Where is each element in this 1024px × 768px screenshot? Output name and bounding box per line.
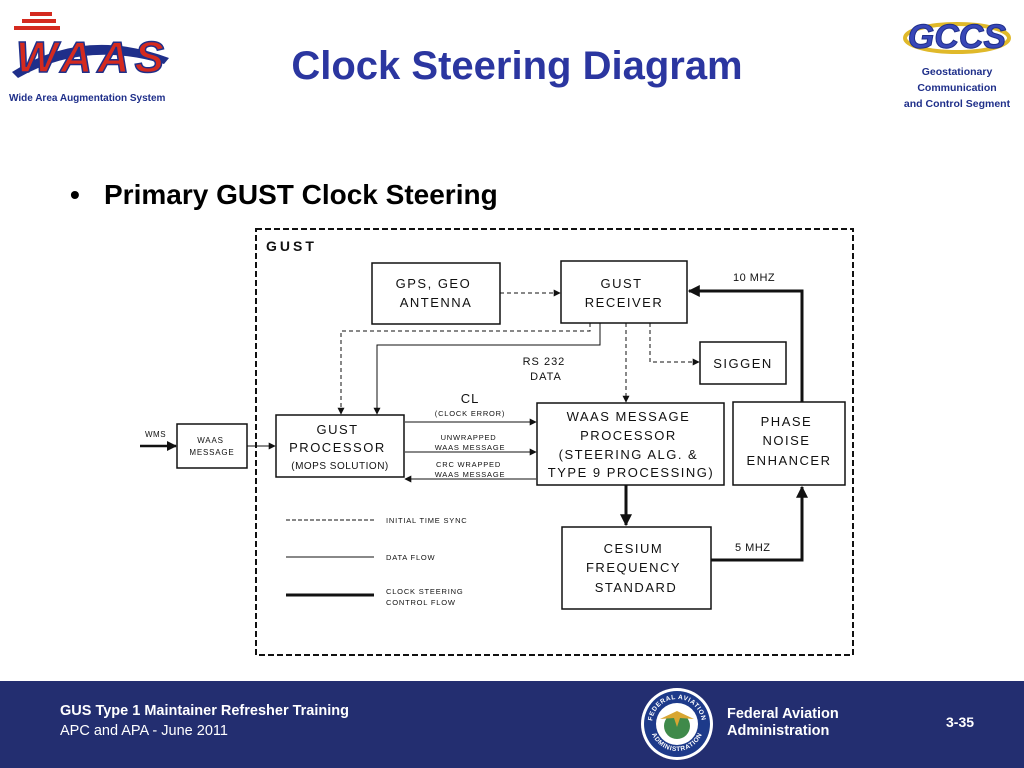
box-label-line: SIGGEN [713,356,773,371]
legend-initial-time-sync: INITIAL TIME SYNC [386,516,468,525]
label-line: WAAS MESSAGE [435,470,506,479]
gust-processor-label: GUST PROCESSOR (MOPS SOLUTION) [289,422,391,472]
seal-eagle [660,711,694,727]
label-line: CLOCK STEERING [386,587,463,596]
page-number: 3-35 [946,714,975,730]
gccs-line: and Control Segment [903,98,1011,110]
gust-receiver-label: GUST RECEIVER [585,276,663,310]
box-label-line: GUST [316,422,358,437]
gps-geo-antenna-box [371,262,501,325]
box-label-line: PROCESSOR [580,428,677,443]
bullet-dot: • [70,179,80,210]
box-label-line: ENHANCER [747,453,832,468]
waas-message-box [176,423,248,469]
waas-message-processor-box [536,402,725,486]
label-line: UNWRAPPED [441,433,497,442]
bullet-text: Primary GUST Clock Steering [104,179,498,210]
ten-mhz-label: 10 MHZ [733,272,775,284]
box-label-line: RECEIVER [585,295,663,310]
logo-bar [22,19,56,23]
page-title: Clock Steering Diagram [291,44,743,88]
box-label-line: WAAS [197,436,223,445]
waas-caption: Wide Area Augmentation System [9,93,166,104]
logo-swoosh [12,44,169,78]
faa-name-line: Administration [727,723,830,739]
gccs-line: Communication [917,82,997,94]
gust-frame-label: GUST [266,238,317,254]
siggen-label: SIGGEN [713,356,773,371]
gust-frame [255,228,854,656]
box-label-line: WAAS MESSAGE [567,409,691,424]
five-mhz-label: 5 MHZ [735,542,771,554]
footer-course-title: GUS Type 1 Maintainer Refresher Training [60,703,350,719]
box-label-line: (STEERING ALG. & [559,447,699,462]
logo-bar [30,12,52,16]
box-label-line: TYPE 9 PROCESSING) [548,465,714,480]
label-line: WAAS MESSAGE [435,443,506,452]
gust-processor-box [275,414,405,478]
gccs-line: Geostationary [921,66,993,78]
faa-name-line: Federal Aviation [727,706,839,722]
cesium-frequency-standard-box [561,526,712,610]
waas-message-processor-label: WAAS MESSAGE PROCESSOR (STEERING ALG. & … [548,409,714,480]
box-label-line: FREQUENCY [586,560,681,575]
cesium-frequency-standard-label: CESIUM FREQUENCY STANDARD [586,541,686,595]
legend-clock-steering: CLOCK STEERING CONTROL FLOW [386,587,466,607]
wms-label: WMS [145,430,166,439]
rs232-label: RS 232 DATA [523,356,570,383]
box-label-line: MESSAGE [189,448,234,457]
steering-arrow-enhancer-receiver [687,285,804,402]
box-label-line: PROCESSOR [289,440,386,455]
gps-geo-antenna-label: GPS, GEO ANTENNA [396,276,477,310]
label-line: CRC WRAPPED [436,460,501,469]
gccs-logo-text: GCCS [908,18,1007,56]
phase-noise-enhancer-box [732,401,846,486]
waas-message-label: WAAS MESSAGE [189,436,234,457]
siggen-box [699,341,787,385]
clock-error-label: (CLOCK ERROR) [435,409,505,418]
faa-name: Federal Aviation Administration [727,706,839,740]
phase-noise-enhancer-label: PHASE NOISE ENHANCER [747,414,832,468]
label-line: DATA [530,371,562,383]
box-label-line: STANDARD [595,580,678,595]
box-label-line: CESIUM [604,541,664,556]
gust-receiver-box [560,260,688,324]
time-sync-arrow-receiver-processor [337,323,591,415]
steering-arrow-cesium-enhancer [711,485,808,562]
logo-bar [14,26,60,30]
waas-logo-text: WAAS [16,33,164,82]
logo-swirl [903,22,1011,54]
cl-label: CL [461,391,480,406]
box-label-line: PHASE [761,414,813,429]
box-label-line: GPS, GEO [396,276,472,291]
time-sync-arrow-receiver-siggen [649,323,700,366]
unwrapped-label: UNWRAPPED WAAS MESSAGE [435,433,506,452]
gccs-logo: GCCS Geostationary Communication and Con… [893,8,1021,118]
box-label-line: GUST [600,276,642,291]
footer-date: APC and APA - June 2011 [60,723,228,739]
box-label-line: (MOPS SOLUTION) [291,461,389,472]
data-flow-arrow-rs232 [373,323,601,415]
footer-bar: GUS Type 1 Maintainer Refresher Training… [0,681,1024,768]
bullet-item: • Primary GUST Clock Steering [70,179,498,211]
box-label-line: ANTENNA [400,295,473,310]
crc-wrapped-label: CRC WRAPPED WAAS MESSAGE [435,460,506,479]
label-line: RS 232 [523,356,566,368]
legend-data-flow: DATA FLOW [386,553,436,562]
box-label-line: NOISE [762,433,810,448]
waas-logo: WAAS Wide Area Augmentation System [4,6,174,106]
faa-seal-logo: FEDERAL AVIATION ADMINISTRATION [641,688,713,760]
label-line: CONTROL FLOW [386,598,456,607]
